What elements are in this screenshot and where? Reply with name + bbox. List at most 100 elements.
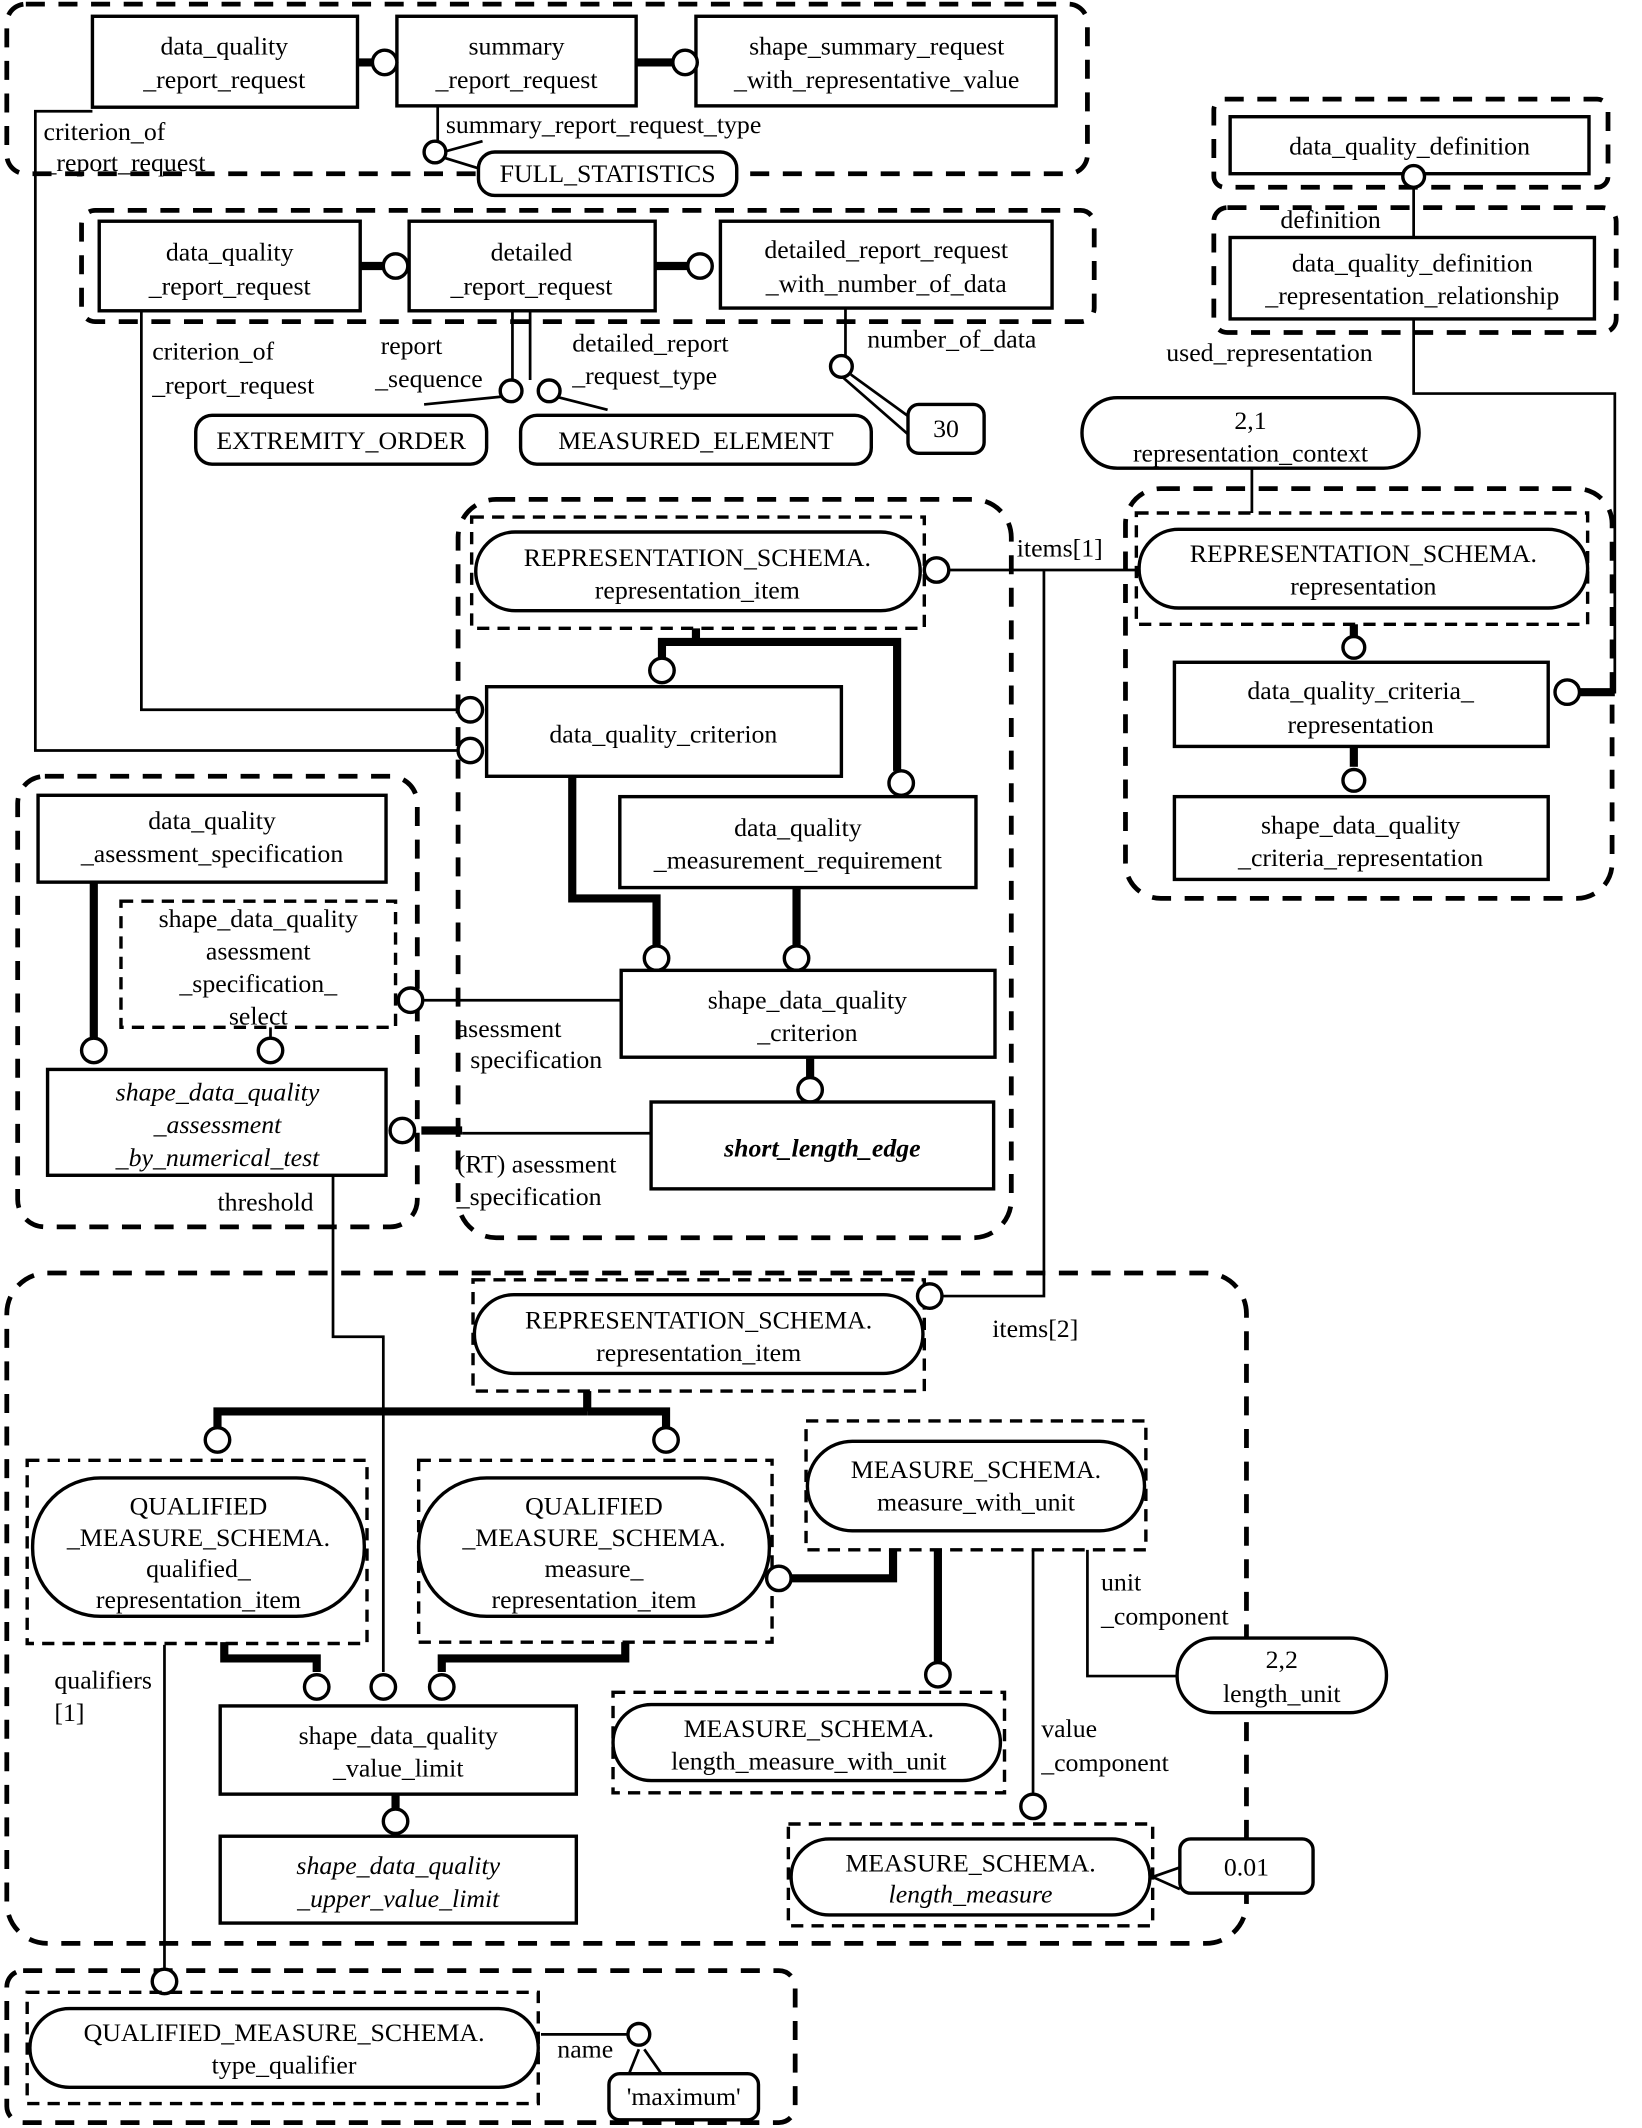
value-maximum[interactable]: 'maximum' [607,2072,761,2122]
relation-circle [150,1967,179,1996]
svg-text:_criterion: _criterion [756,1018,857,1047]
relation-circle [370,48,399,77]
value-measured-element[interactable]: MEASURED_ELEMENT [518,413,873,466]
entity-shape-data-quality-criterion[interactable]: shape_data_quality _criterion [619,968,997,1059]
svg-text:criterion_of: criterion_of [43,117,165,146]
relation-circle [782,944,811,973]
svg-text:qualified_: qualified_ [146,1554,252,1583]
select-shape-data-quality-assessment-specification[interactable]: shape_data_quality asessment _specificat… [119,899,398,1031]
relation-circle [671,48,700,77]
svg-text:shape_data_quality: shape_data_quality [299,1721,498,1750]
attr-detailed-report-request-type: detailed_report _request_type [571,329,729,391]
svg-text:shape_data_quality: shape_data_quality [296,1851,500,1880]
schema-ref-representation[interactable]: REPRESENTATION_SCHEMA. representation [1137,527,1590,610]
entity-data-quality-report-request-mid[interactable]: data_quality _report_request [97,219,362,313]
entity-data-quality-assessment-specification[interactable]: data_quality _asessment_specification [36,793,388,884]
svg-text:data_quality: data_quality [166,238,294,267]
value-full-statistics[interactable]: FULL_STATISTICS [476,150,739,198]
relation-circle [1019,1792,1047,1821]
attr-name: name [557,2034,613,2063]
entity-summary-report-request[interactable]: summary _report_request [395,14,638,108]
schema-ref-length-measure[interactable]: MEASURE_SCHEMA. length_measure [789,1837,1152,1917]
entity-shape-data-quality-assessment-by-numerical-test[interactable]: shape_data_quality _assessment _by_numer… [45,1067,388,1177]
svg-text:_component: _component [1100,1602,1229,1631]
schema-ref-representation-item-2[interactable]: REPRESENTATION_SCHEMA. representation_it… [472,1293,925,1376]
attr-definition: definition [1280,205,1380,234]
entity-shape-data-quality-value-limit[interactable]: shape_data_quality _value_limit [218,1704,579,1796]
attr-criterion-of-report-request-top: criterion_of _report_request [42,117,206,177]
svg-text:specification: specification [470,1045,602,1074]
svg-text:qualifiers: qualifiers [54,1665,151,1694]
select-outline [25,1990,540,2106]
svg-text:length_measure_with_unit: length_measure_with_unit [671,1747,947,1776]
attr-report-sequence: report _sequence [374,331,483,393]
svg-text:REPRESENTATION_SCHEMA.: REPRESENTATION_SCHEMA. [524,543,871,572]
relation-circle [923,1660,952,1689]
relation-circle [1401,163,1427,189]
attr-summary-report-request-type: summary_report_request_type [446,110,761,139]
entity-data-quality-report-request-top[interactable]: data_quality _report_request [90,14,360,109]
svg-text:select: select [229,1002,289,1031]
svg-text:data_quality: data_quality [734,813,862,842]
schema-ref-measure-with-unit[interactable]: MEASURE_SCHEMA. measure_with_unit [805,1439,1147,1533]
group-type-qualifier [4,1968,798,2125]
svg-text:measure_with_unit: measure_with_unit [877,1488,1076,1517]
svg-text:FULL_STATISTICS: FULL_STATISTICS [500,159,716,188]
svg-text:_assessment: _assessment [153,1110,282,1139]
svg-text:QUALIFIED: QUALIFIED [525,1492,663,1521]
entity-data-quality-measurement-requirement[interactable]: data_quality _measurement_requirement [618,794,978,890]
svg-text:length_measure: length_measure [889,1880,1053,1909]
relation-circle [203,1426,232,1454]
value-point-zero-one[interactable]: 0.01 [1178,1837,1315,1895]
relation-circle [381,252,410,280]
value-thirty[interactable]: 30 [906,402,986,455]
schema-ref-measure-representation-item[interactable]: QUALIFIED _MEASURE_SCHEMA. measure_ repr… [416,1476,772,1619]
svg-text:_component: _component [1040,1748,1169,1777]
page-ref-length-unit[interactable]: 2,2 length_unit [1175,1636,1389,1715]
schema-ref-length-measure-with-unit[interactable]: MEASURE_SCHEMA. length_measure_with_unit [611,1702,1003,1783]
svg-text:_with_number_of_data: _with_number_of_data [765,269,1007,298]
group-representation [1123,486,1615,901]
select-outline [25,1458,369,1646]
entity-shape-data-quality-criteria-representation[interactable]: shape_data_quality _criteria_representat… [1172,794,1550,882]
attr-criterion-of-report-request-mid: criterion_of _report_request [151,337,315,400]
value-extremity-order[interactable]: EXTREMITY_ORDER [194,413,489,466]
relation-circle [642,944,671,973]
svg-text:detailed_report_request: detailed_report_request [764,235,1009,264]
svg-text:EXTREMITY_ORDER: EXTREMITY_ORDER [216,426,466,455]
svg-text:representation_item: representation_item [491,1585,696,1614]
entity-detailed-report-request-with-number-of-data[interactable]: detailed_report_request _with_number_of_… [718,219,1054,310]
schema-ref-qualified-representation-item[interactable]: QUALIFIED _MEASURE_SCHEMA. qualified_ re… [30,1476,366,1619]
svg-text:data_quality: data_quality [148,806,276,835]
svg-text:QUALIFIED: QUALIFIED [130,1492,268,1521]
svg-text:QUALIFIED_MEASURE_SCHEMA.: QUALIFIED_MEASURE_SCHEMA. [84,2018,485,2047]
attr-threshold: threshold [217,1188,313,1217]
entity-shape-data-quality-upper-value-limit[interactable]: shape_data_quality _upper_value_limit [218,1834,579,1925]
svg-text:_measurement_requirement: _measurement_requirement [653,846,943,875]
entity-data-quality-definition[interactable]: data_quality_definition [1228,115,1591,176]
svg-text:_representation_relationship: _representation_relationship [1264,281,1559,310]
svg-text:[1]: [1] [54,1698,84,1727]
relation-circle [256,1036,285,1065]
relation-circle [686,252,714,280]
page-ref-representation-context[interactable]: 2,1 representation_context [1080,395,1421,470]
relation-circle [369,1673,398,1701]
svg-text:asessment: asessment [206,937,312,966]
relation-circle [1341,767,1367,793]
svg-text:data_quality_criterion: data_quality_criterion [549,719,777,748]
svg-text:asessment: asessment [457,1014,563,1043]
svg-text:30: 30 [933,414,959,443]
entity-data-quality-criteria-representation[interactable]: data_quality_criteria_ representation [1172,660,1550,749]
entity-shape-summary-request[interactable]: shape_summary_request _with_representati… [694,14,1058,108]
group-detailed-request [79,207,1097,325]
entity-short-length-edge[interactable]: short_length_edge [649,1100,996,1191]
svg-text:(RT) asessment: (RT) asessment [457,1150,618,1179]
schema-ref-representation-item-1[interactable]: REPRESENTATION_SCHEMA. representation_it… [474,530,922,613]
entity-data-quality-criterion[interactable]: data_quality_criterion [484,685,844,778]
entity-detailed-report-request[interactable]: detailed _report_request [407,219,657,313]
relation-circle [396,986,425,1015]
schema-ref-type-qualifier[interactable]: QUALIFIED_MEASURE_SCHEMA. type_qualifier [28,2006,540,2089]
entity-data-quality-definition-representation-relationship[interactable]: data_quality_definition _representation_… [1228,235,1597,321]
select-outline [786,1822,1155,1928]
